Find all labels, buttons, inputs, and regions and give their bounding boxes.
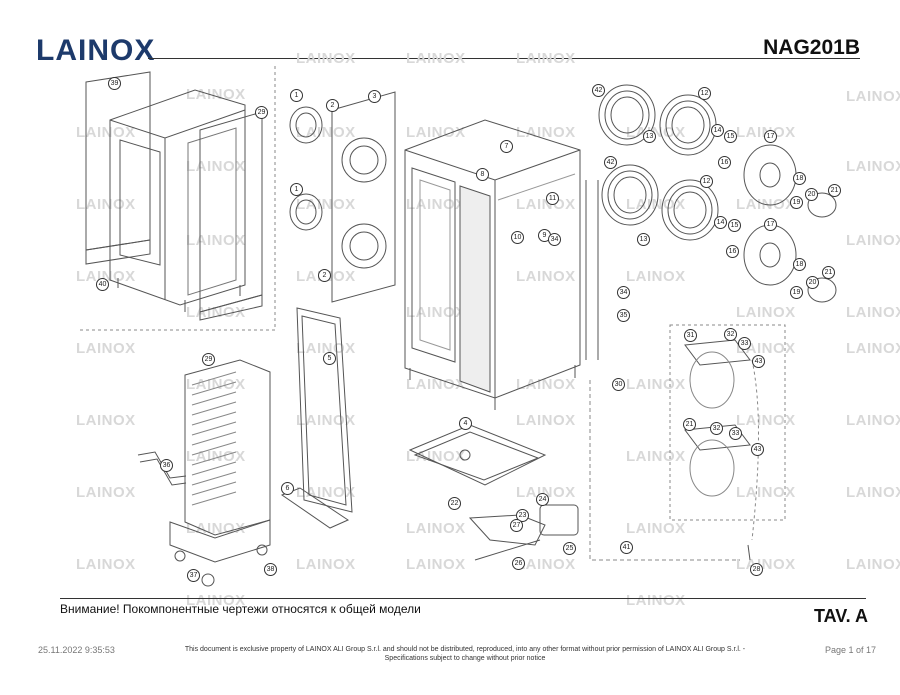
part-callout: 23 [516, 509, 529, 522]
copyright-line-2: Specifications subject to change without… [384, 655, 546, 662]
part-callout: 40 [96, 278, 109, 291]
part-callout: 21 [683, 418, 696, 431]
part-callout: 42 [604, 156, 617, 169]
part-callout: 19 [790, 286, 803, 299]
part-callout: 2 [318, 269, 331, 282]
part-callout: 20 [806, 276, 819, 289]
part-callout: 42 [592, 84, 605, 97]
part-callout: 36 [160, 459, 173, 472]
part-callout: 5 [323, 352, 336, 365]
part-callout: 27 [510, 519, 523, 532]
part-callout: 43 [752, 355, 765, 368]
part-callout: 33 [729, 427, 742, 440]
part-callout: 6 [281, 482, 294, 495]
part-callout: 16 [726, 245, 739, 258]
part-callout: 29 [255, 106, 268, 119]
part-callout: 13 [637, 233, 650, 246]
part-callout: 22 [448, 497, 461, 510]
part-callout: 30 [612, 378, 625, 391]
part-callout: 16 [718, 156, 731, 169]
part-callout: 14 [714, 216, 727, 229]
part-callout: 25 [563, 542, 576, 555]
part-callout: 14 [711, 124, 724, 137]
part-callout: 31 [684, 329, 697, 342]
part-callout: 10 [511, 231, 524, 244]
part-callout: 32 [710, 422, 723, 435]
part-callout: 8 [476, 168, 489, 181]
part-callout: 38 [264, 563, 277, 576]
part-callout: 34 [617, 286, 630, 299]
footer-rule [60, 598, 866, 599]
page-number: Page 1 of 17 [824, 645, 876, 655]
part-callout: 39 [108, 77, 121, 90]
part-callout: 34 [548, 233, 561, 246]
part-callout: 28 [750, 563, 763, 576]
copyright-line-1: This document is exclusive property of L… [184, 646, 746, 653]
part-callout: 26 [512, 557, 525, 570]
part-callout: 24 [536, 493, 549, 506]
part-callout: 43 [751, 443, 764, 456]
table-id: TAV. A [813, 606, 868, 626]
part-callout: 4 [459, 417, 472, 430]
part-callout: 21 [828, 184, 841, 197]
part-callout: 18 [793, 258, 806, 271]
model-code: NAG201B [763, 36, 860, 59]
drawing-note: Внимание! Покомпонентные чертежи относят… [60, 602, 421, 616]
part-callout: 1 [290, 89, 303, 102]
header-rule [148, 58, 860, 59]
copyright-notice: This document is exclusive property of L… [150, 645, 780, 663]
part-callout: 20 [805, 188, 818, 201]
part-callout: 32 [724, 328, 737, 341]
part-callout: 12 [698, 87, 711, 100]
part-callout: 18 [793, 172, 806, 185]
part-callout: 3 [368, 90, 381, 103]
part-callout: 15 [724, 130, 737, 143]
part-callout: 35 [617, 309, 630, 322]
part-callout: 11 [546, 192, 559, 205]
lainox-logo: LAINOX [36, 34, 156, 67]
print-date: 25.11.2022 9:35:53 [38, 645, 115, 655]
part-callout: 1 [290, 183, 303, 196]
part-callout: 13 [643, 130, 656, 143]
part-callout: 12 [700, 175, 713, 188]
part-callout: 2 [326, 99, 339, 112]
part-callout: 7 [500, 140, 513, 153]
part-callout: 17 [764, 218, 777, 231]
part-callout: 21 [822, 266, 835, 279]
part-callout: 15 [728, 219, 741, 232]
part-callout: 17 [764, 130, 777, 143]
part-callout: 37 [187, 569, 200, 582]
part-callout: 19 [790, 196, 803, 209]
part-callout: 33 [738, 337, 751, 350]
part-callout: 41 [620, 541, 633, 554]
part-callout: 29 [202, 353, 215, 366]
